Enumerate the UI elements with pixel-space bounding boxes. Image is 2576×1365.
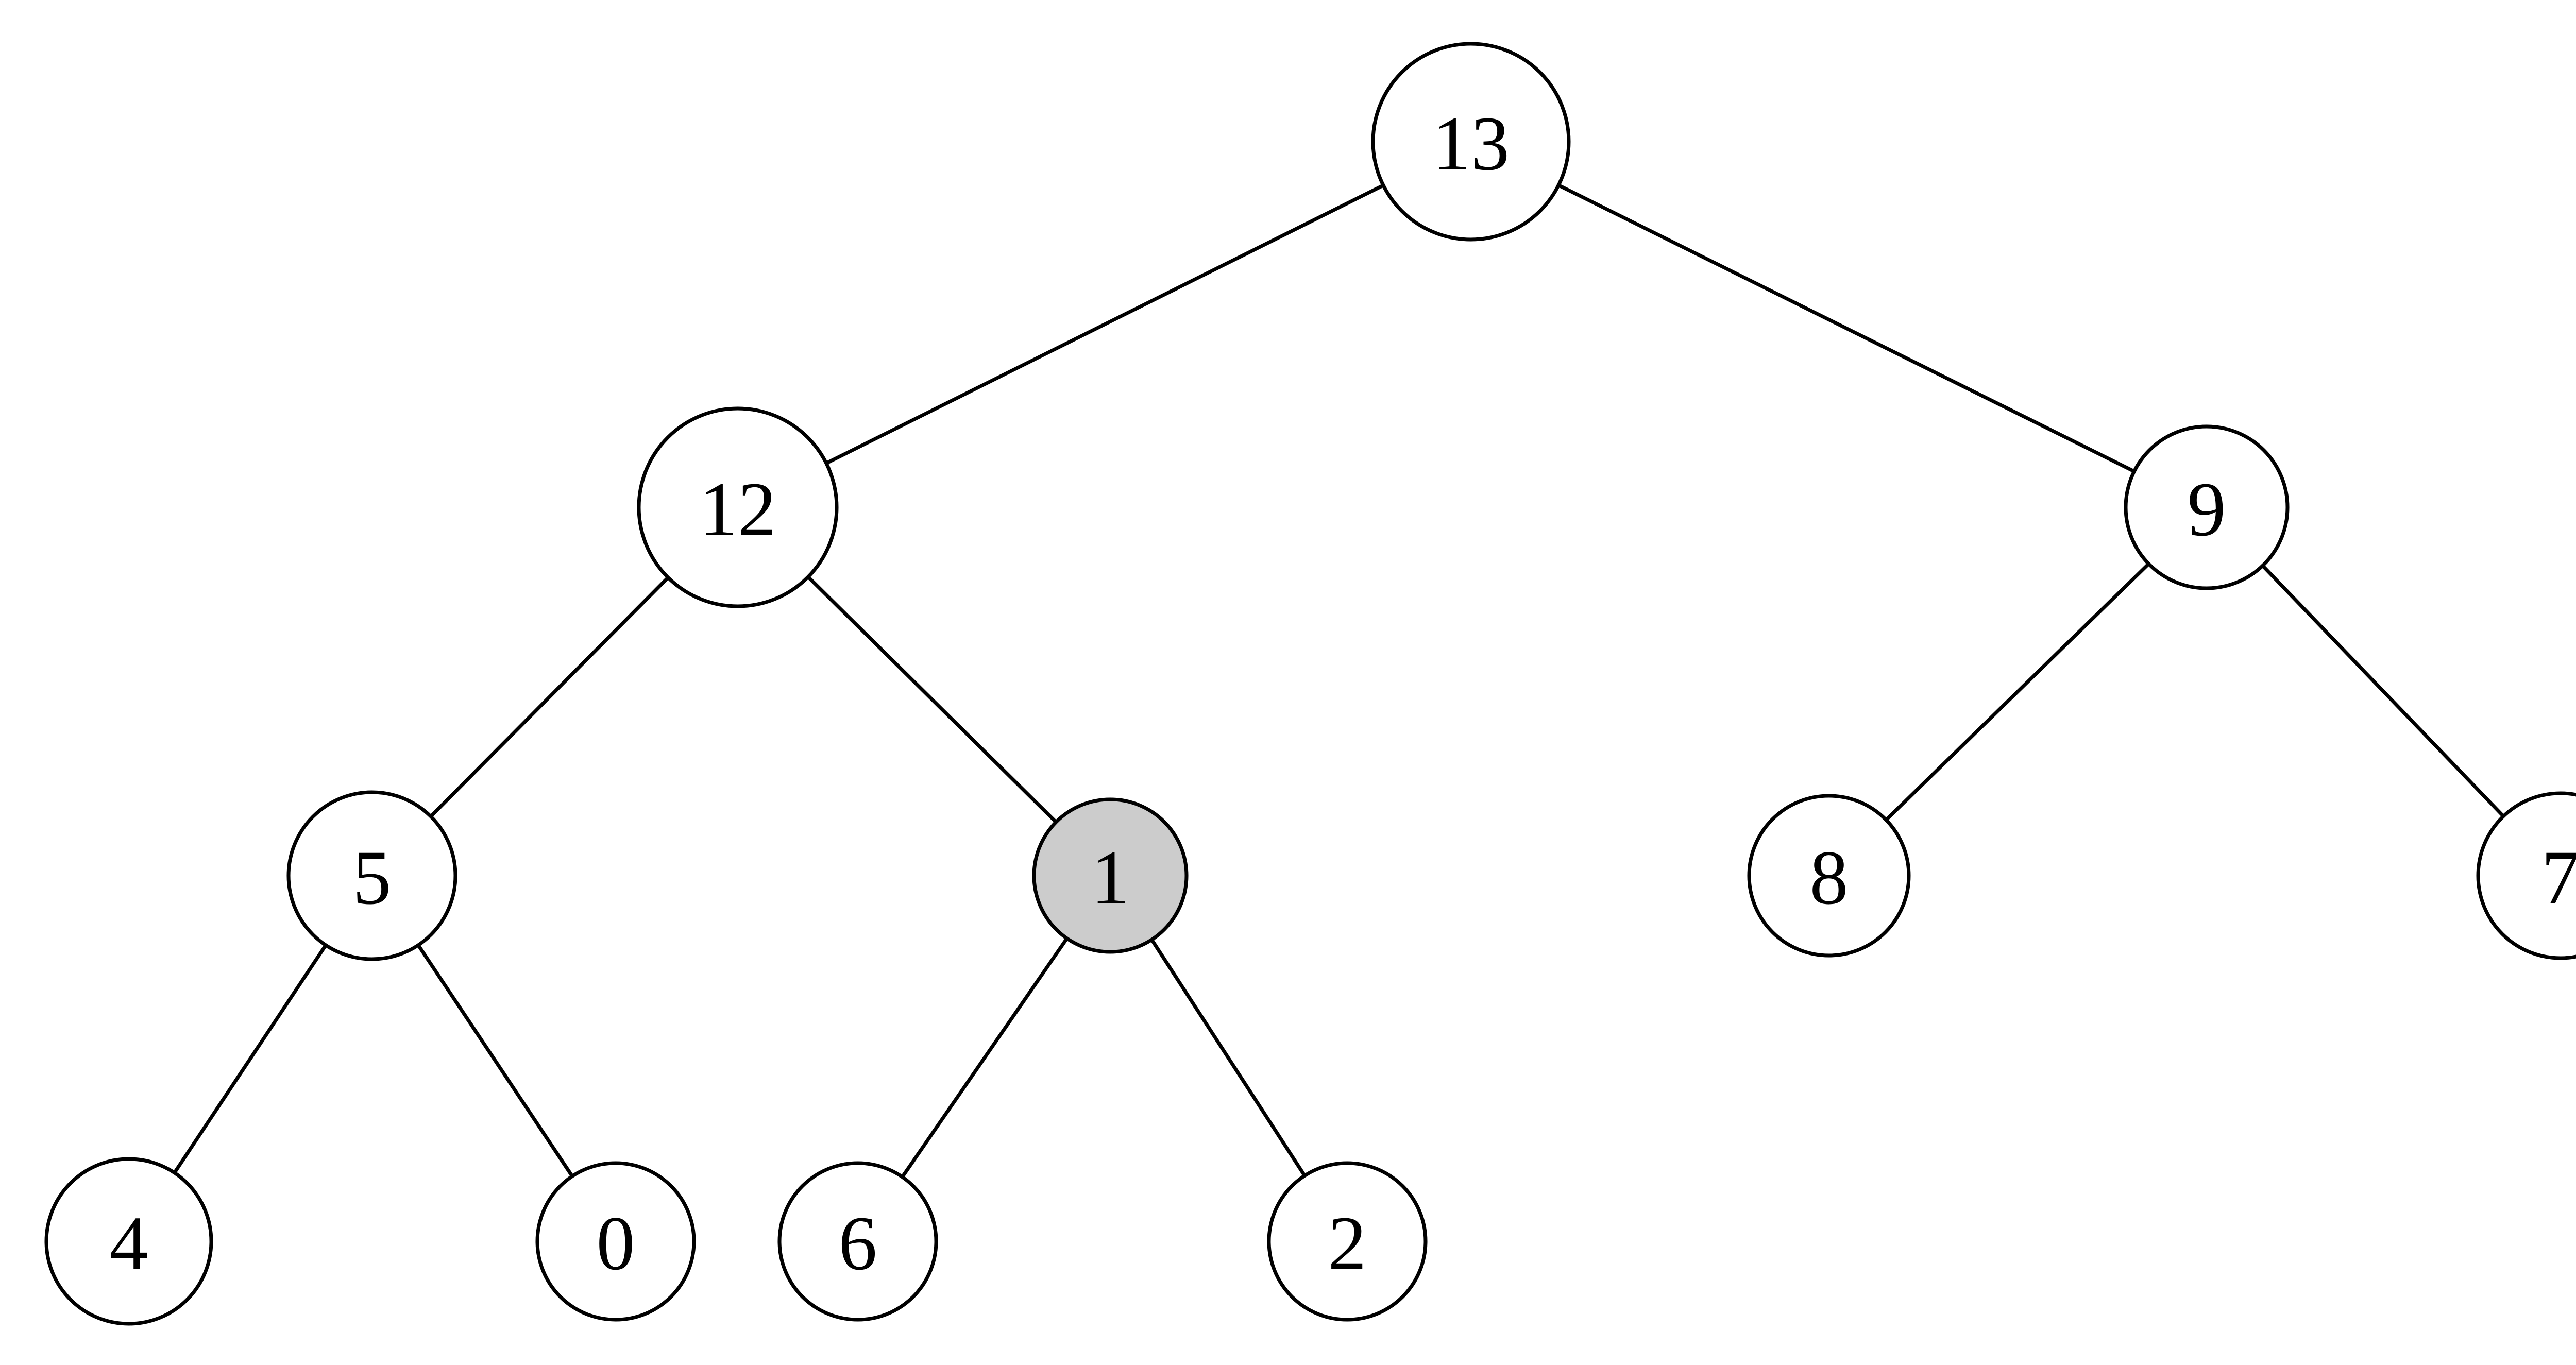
node-label: 12 xyxy=(699,467,776,552)
node-label: 5 xyxy=(353,835,392,920)
node-layer: 13 12 9 5 1 8 7 4 0 6 2 xyxy=(44,42,2576,1326)
node-circle-highlighted[interactable] xyxy=(1032,797,1189,954)
node-circle[interactable] xyxy=(1371,42,1571,242)
tree-edge xyxy=(1149,937,1307,1178)
node-label: 9 xyxy=(2188,467,2226,552)
tree-edge xyxy=(416,943,574,1179)
tree-node-8[interactable]: 8 xyxy=(1747,794,1911,958)
node-label: 6 xyxy=(839,1201,877,1286)
tree-edge xyxy=(900,936,1069,1179)
tree-node-2[interactable]: 2 xyxy=(1267,1161,1428,1322)
tree-node-4[interactable]: 4 xyxy=(44,1157,213,1326)
tree-edge xyxy=(824,183,1385,465)
tree-edge xyxy=(2261,564,2505,818)
tree-node-7[interactable]: 7 xyxy=(2476,791,2576,960)
node-circle[interactable] xyxy=(286,790,457,961)
tree-edge xyxy=(1884,562,2151,822)
node-label: 2 xyxy=(1328,1201,1367,1286)
tree-node-12[interactable]: 12 xyxy=(637,406,839,608)
tree-edge xyxy=(806,575,1058,824)
node-circle[interactable] xyxy=(44,1157,213,1326)
node-label: 8 xyxy=(1810,835,1849,920)
tree-node-13[interactable]: 13 xyxy=(1371,42,1571,242)
edge-layer xyxy=(173,183,2505,1179)
node-circle[interactable] xyxy=(535,1161,696,1322)
node-circle[interactable] xyxy=(777,1161,938,1322)
node-label: 1 xyxy=(1091,835,1130,920)
node-circle[interactable] xyxy=(637,406,839,608)
node-label: 13 xyxy=(1432,101,1510,186)
node-circle[interactable] xyxy=(1747,794,1911,958)
node-label: 7 xyxy=(2541,835,2576,920)
node-circle[interactable] xyxy=(2124,424,2290,590)
tree-edge xyxy=(1556,183,2136,473)
tree-node-9[interactable]: 9 xyxy=(2124,424,2290,590)
node-circle[interactable] xyxy=(1267,1161,1428,1322)
node-label: 4 xyxy=(110,1201,148,1286)
tree-edge xyxy=(429,575,670,818)
tree-node-5[interactable]: 5 xyxy=(286,790,457,961)
node-circle[interactable] xyxy=(2476,791,2576,960)
tree-node-6[interactable]: 6 xyxy=(777,1161,938,1322)
node-label: 0 xyxy=(597,1201,635,1286)
tree-node-0[interactable]: 0 xyxy=(535,1161,696,1322)
tree-edge xyxy=(173,943,328,1175)
tree-node-1[interactable]: 1 xyxy=(1032,797,1189,954)
